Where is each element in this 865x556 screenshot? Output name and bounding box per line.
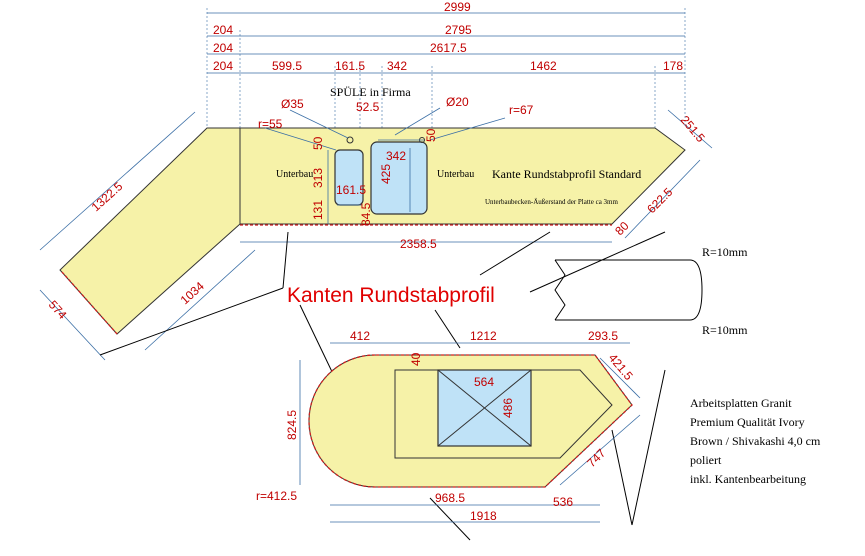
tap-hole-35 bbox=[346, 136, 354, 144]
dim-1322-5: 1322.5 bbox=[89, 179, 126, 214]
island-inner-cutout bbox=[394, 369, 613, 459]
dim-131: 131 bbox=[311, 200, 325, 220]
dim-r55: r=55 bbox=[258, 117, 283, 131]
dim-204-b: 204 bbox=[213, 41, 233, 55]
note-line: Premium Qualität Ivory bbox=[690, 415, 805, 429]
dim-line-1322-5 bbox=[39, 111, 196, 251]
dim-342-b: 342 bbox=[386, 149, 406, 163]
dim-204-a: 204 bbox=[213, 23, 233, 37]
left-edge-marker bbox=[61, 271, 118, 335]
dim-line-251-5 bbox=[667, 109, 713, 149]
dim-50-a: 50 bbox=[311, 136, 325, 150]
dim-1918: 1918 bbox=[470, 509, 497, 523]
dim-2617-5: 2617.5 bbox=[430, 41, 467, 55]
dim-84-5: 84.5 bbox=[359, 202, 373, 226]
island-sink-diag-2 bbox=[437, 369, 532, 447]
dim-2999: 2999 bbox=[444, 0, 471, 14]
dim-564: 564 bbox=[474, 375, 494, 389]
label-spuele: SPÜLE in Firma bbox=[330, 85, 411, 99]
dim-824-5: 824.5 bbox=[285, 410, 299, 440]
dim-line-574 bbox=[39, 289, 106, 361]
dim-968-5: 968.5 bbox=[435, 491, 465, 505]
note-line: inkl. Kantenbearbeitung bbox=[690, 472, 806, 486]
dim-1034: 1034 bbox=[178, 279, 207, 307]
dim-line-622-5 bbox=[624, 159, 701, 239]
dim-161-5: 161.5 bbox=[335, 59, 365, 73]
material-note: Arbeitsplatten Granit Premium Qualität I… bbox=[690, 394, 860, 489]
dim-2358-5: 2358.5 bbox=[400, 237, 437, 251]
dim-342: 342 bbox=[387, 59, 407, 73]
profile-r-bottom: R=10mm bbox=[702, 323, 748, 337]
profile-break-line bbox=[554, 259, 566, 321]
profile-r-top: R=10mm bbox=[702, 245, 748, 259]
dim-52-5: 52.5 bbox=[356, 100, 380, 114]
dim-r67: r=67 bbox=[509, 103, 534, 117]
dim-d35: Ø35 bbox=[281, 97, 304, 111]
dim-412: 412 bbox=[350, 329, 370, 343]
dim-d20: Ø20 bbox=[446, 95, 469, 109]
dim-293-5: 293.5 bbox=[588, 329, 618, 343]
dim-313: 313 bbox=[311, 168, 325, 188]
dim-178: 178 bbox=[663, 59, 683, 73]
dim-50-b: 50 bbox=[424, 128, 438, 142]
dim-40: 40 bbox=[409, 352, 423, 366]
note-line: Brown / Shivakashi 4,0 cm bbox=[690, 434, 821, 448]
callout-kanten-rundstabprofil: Kanten Rundstabprofil bbox=[287, 284, 495, 307]
label-unterbau-2: Unterbau bbox=[437, 169, 474, 180]
dim-1212: 1212 bbox=[470, 329, 497, 343]
dim-747: 747 bbox=[584, 446, 608, 470]
dim-r-412-5: r=412.5 bbox=[256, 489, 297, 503]
dim-2795: 2795 bbox=[445, 23, 472, 37]
note-line: poliert bbox=[690, 453, 722, 467]
callout-arrows bbox=[99, 231, 666, 541]
dim-425: 425 bbox=[379, 164, 393, 184]
island-dim-lines bbox=[299, 342, 641, 523]
large-sink bbox=[370, 141, 428, 215]
label-kante-standard: Kante Rundstabprofil Standard bbox=[492, 167, 641, 181]
top-dimension-lines bbox=[206, 8, 686, 128]
label-abstand: Unterbaubecken-Äußerstand der Platte ca … bbox=[485, 198, 619, 206]
dim-622-5: 622.5 bbox=[644, 185, 675, 216]
dim-486: 486 bbox=[501, 398, 515, 418]
note-line: Arbeitsplatten Granit bbox=[690, 396, 792, 410]
dim-599-5: 599.5 bbox=[272, 59, 302, 73]
dim-1462: 1462 bbox=[530, 59, 557, 73]
dim-536: 536 bbox=[553, 495, 573, 509]
dim-161-5-b: 161.5 bbox=[336, 183, 366, 197]
profile-sketch bbox=[555, 259, 703, 321]
dim-line-1034 bbox=[144, 249, 256, 351]
label-unterbau-1: Unterbau bbox=[276, 169, 313, 180]
island-edge-marker bbox=[308, 354, 633, 488]
dim-204-c: 204 bbox=[213, 59, 233, 73]
main-leaders bbox=[264, 107, 506, 224]
